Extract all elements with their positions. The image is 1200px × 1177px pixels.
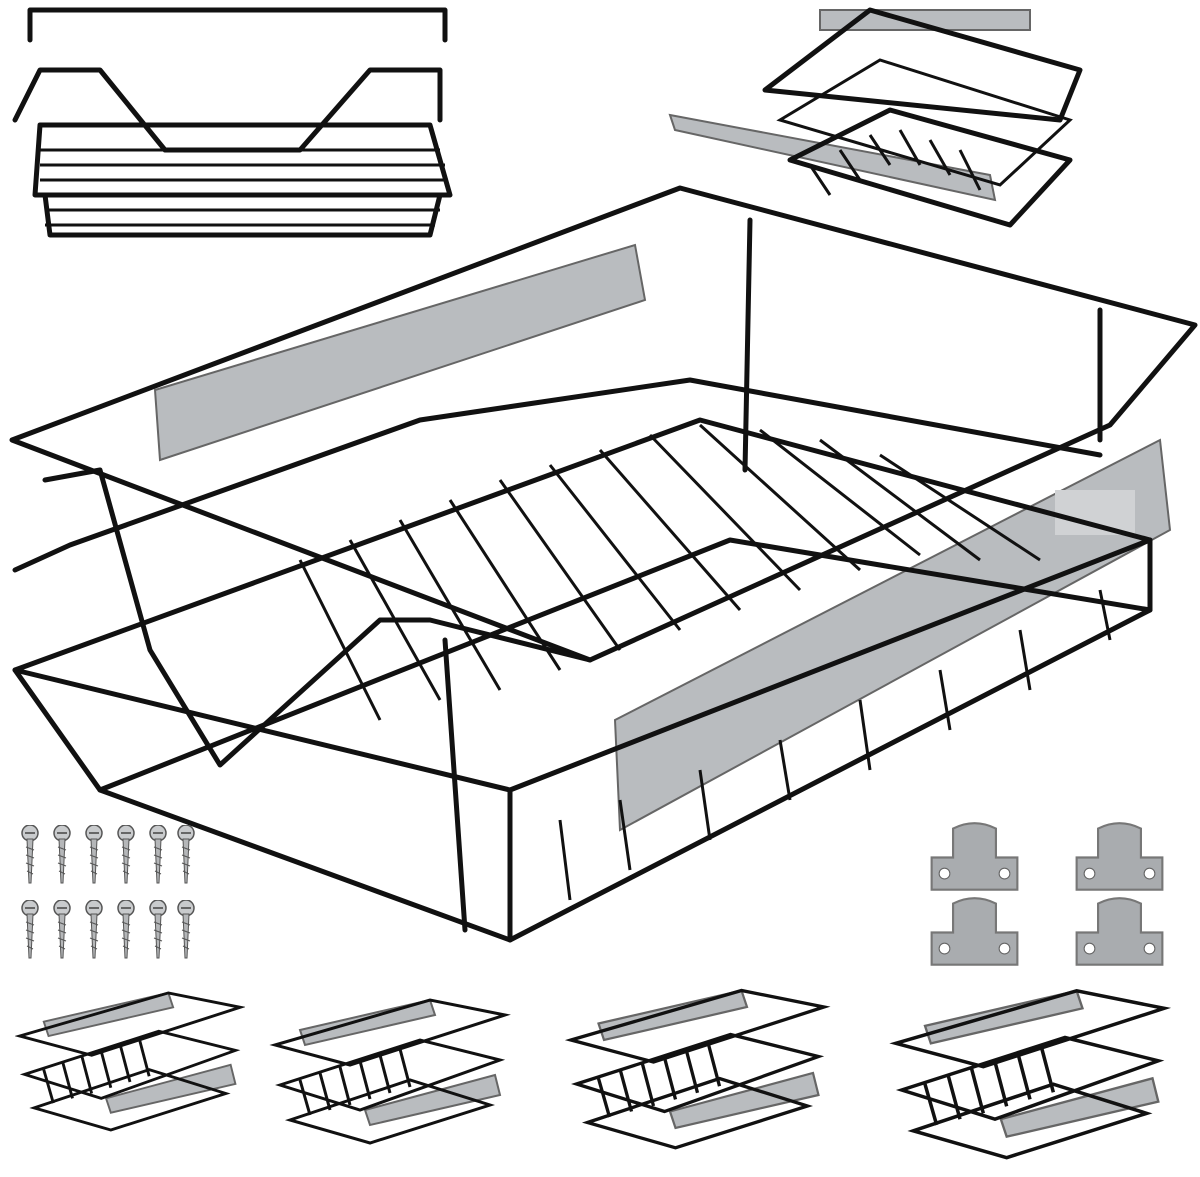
mounting-screws (21, 825, 195, 959)
variant-basket-3 (569, 988, 826, 1150)
mounting-brackets (930, 821, 1164, 967)
basket-front-view (12, 7, 453, 238)
size-variants (18, 988, 1164, 1158)
variant-basket-1 (18, 991, 242, 1132)
rail-holes (1055, 490, 1135, 535)
variant-basket-2 (273, 998, 507, 1145)
variant-basket-4 (896, 991, 1164, 1158)
main-basket (9, 185, 1198, 943)
basket-with-extended-rails (668, 7, 1083, 228)
